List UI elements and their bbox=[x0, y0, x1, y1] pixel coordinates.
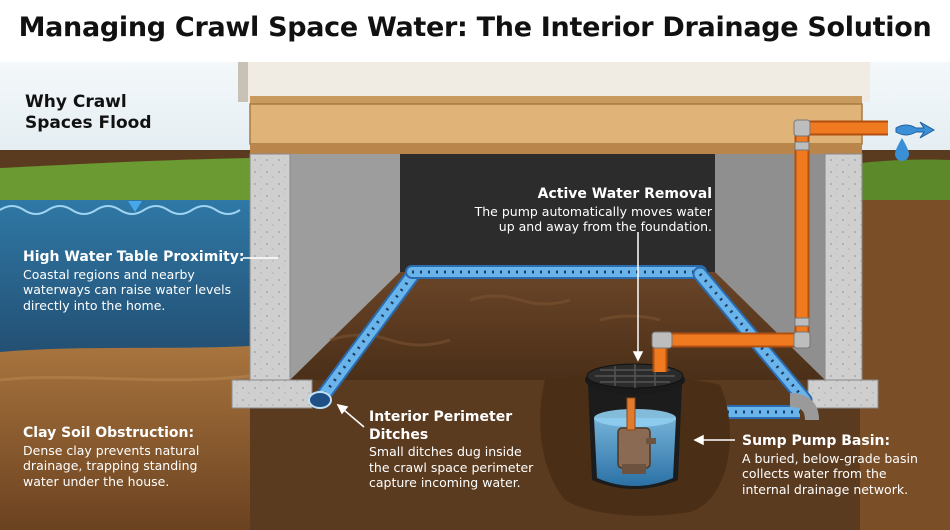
callout-ditches-heading-line1: Interior Perimeter bbox=[369, 409, 513, 425]
foundation-wall-right bbox=[824, 153, 863, 381]
why-heading-line1: Why Crawl bbox=[25, 92, 127, 112]
clay-soil-layer bbox=[0, 374, 251, 382]
callout-high-water-heading: High Water Table Proximity: bbox=[23, 249, 245, 265]
crawl-back-wall bbox=[400, 154, 715, 274]
discharge-pipe bbox=[651, 119, 888, 372]
callout-high-water-line2: waterways can raise water levels bbox=[23, 282, 232, 298]
callout-ditches-line3: capture incoming water. bbox=[369, 475, 521, 491]
floor-joist-top bbox=[250, 96, 862, 104]
callout-sump-line3: internal drainage network. bbox=[742, 481, 909, 497]
water-level-marker-icon bbox=[128, 201, 142, 212]
callout-high-water-line1: Coastal regions and nearby bbox=[23, 266, 195, 282]
callout-active-removal-line2: up and away from the foundation. bbox=[498, 219, 712, 235]
callout-high-water-line3: directly into the home. bbox=[23, 297, 166, 313]
house-wall bbox=[238, 62, 870, 102]
water-droplet-icon bbox=[895, 138, 909, 161]
sill-plate bbox=[250, 144, 862, 154]
outflow-arrow-icon bbox=[895, 121, 936, 139]
callout-ditches-line2: the crawl space perimeter bbox=[369, 459, 534, 475]
water-wave bbox=[0, 205, 241, 215]
callout-ditches-line1: Small ditches dug inside bbox=[369, 444, 522, 459]
callout-leaders bbox=[243, 232, 735, 446]
callout-active-removal: Active Water Removal The pump automatica… bbox=[452, 186, 712, 235]
callout-sump-line2: collects water from the bbox=[742, 466, 887, 482]
footing-right bbox=[807, 379, 879, 409]
why-heading: Why Crawl Spaces Flood bbox=[25, 92, 152, 135]
callout-ditches-heading-line2: Ditches bbox=[369, 426, 429, 443]
callout-clay-soil-heading: Clay Soil Obstruction: bbox=[23, 425, 195, 441]
house-siding-left bbox=[238, 62, 248, 102]
page-title: Managing Crawl Space Water: The Interior… bbox=[18, 12, 932, 43]
callout-high-water: High Water Table Proximity: Coastal regi… bbox=[23, 249, 253, 313]
crawl-left-wall bbox=[290, 154, 400, 380]
callout-clay-soil-line3: water under the house. bbox=[23, 473, 170, 489]
floor-texture bbox=[329, 294, 661, 347]
callout-active-removal-line1: The pump automatically moves water bbox=[474, 203, 712, 219]
callout-sump: Sump Pump Basin: A buried, below-grade b… bbox=[742, 433, 947, 497]
footing-left bbox=[231, 379, 313, 409]
callout-sump-heading: Sump Pump Basin: bbox=[742, 433, 891, 449]
crawl-floor bbox=[290, 272, 825, 380]
foundation-wall-left bbox=[249, 153, 291, 381]
callout-sump-line1: A buried, below-grade basin bbox=[742, 450, 918, 466]
callout-active-removal-heading: Active Water Removal bbox=[537, 186, 712, 202]
clay-soil bbox=[0, 346, 250, 530]
callout-clay-soil-line1: Dense clay prevents natural bbox=[23, 442, 200, 458]
sump-pump bbox=[617, 397, 656, 474]
why-heading-line2: Spaces Flood bbox=[25, 113, 152, 134]
soil-right bbox=[860, 200, 950, 530]
grass-left bbox=[0, 158, 250, 200]
callout-clay-soil: Clay Soil Obstruction: Dense clay preven… bbox=[23, 425, 243, 489]
callout-clay-soil-line2: drainage, trapping standing bbox=[23, 458, 198, 474]
groundwater bbox=[0, 200, 250, 355]
rim-joist bbox=[249, 103, 863, 145]
callout-ditches: Interior Perimeter Ditches Small ditches… bbox=[369, 409, 569, 491]
